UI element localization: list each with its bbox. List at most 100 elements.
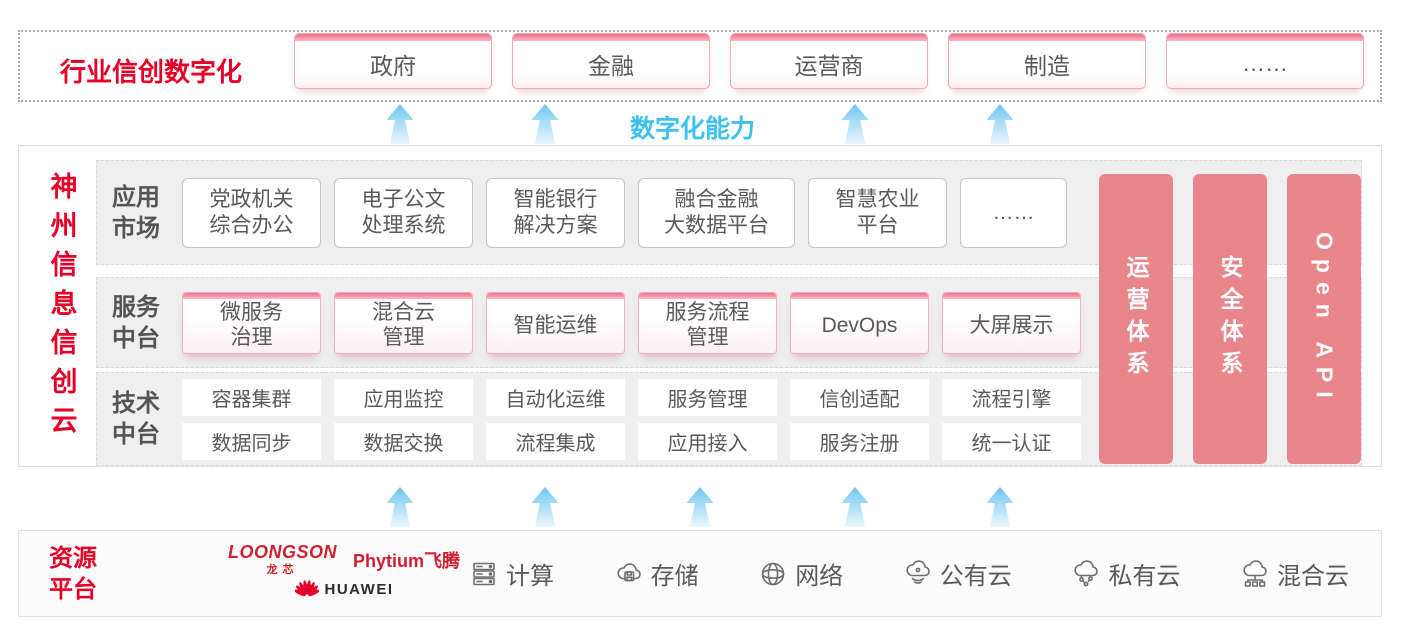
industry-button[interactable]: 金融 xyxy=(512,33,711,89)
up-arrow-icon xyxy=(986,487,1014,527)
resource-label: 私有云 xyxy=(1108,563,1181,590)
resource-label: 计算 xyxy=(506,563,554,590)
up-arrow-icon xyxy=(386,104,414,144)
platform-title-char: 信 xyxy=(50,328,78,358)
vendor-logos: LOONGSON 龙芯 Phytium飞腾 xyxy=(204,542,484,599)
card[interactable]: 服务注册 xyxy=(790,422,929,460)
pillar-banner: Open API xyxy=(1287,174,1361,464)
private-cloud-icon xyxy=(1071,559,1101,589)
card-list: 容器集群 应用监控 自动化运维 服务管理信创适配 流程引擎数据同步 数据交换流程集成 应用接… xyxy=(182,373,1081,465)
industry-digitalization-section: 行业信创数字化 政府金融运营商制造…… xyxy=(18,30,1382,102)
loongson-chinese-name: 龙芯 xyxy=(266,564,299,576)
card[interactable]: 数据交换 xyxy=(334,422,473,460)
card[interactable]: 服务流程管理 xyxy=(638,291,777,354)
card[interactable]: 电子公文处理系统 xyxy=(334,177,473,248)
platform-title-char: 州 xyxy=(50,211,78,241)
card-top-accent-bar xyxy=(943,292,1080,299)
card-line: 融合金融 xyxy=(674,187,759,211)
platform-title-char: 息 xyxy=(50,289,78,319)
card[interactable]: 智慧农业平台 xyxy=(808,177,947,248)
card-line: 流程引擎 xyxy=(971,388,1052,411)
row-label: 服务中台 xyxy=(112,292,160,354)
storage-cloud-icon xyxy=(614,559,644,589)
card-line: 处理系统 xyxy=(361,213,446,237)
card[interactable]: 统一认证 xyxy=(942,422,1081,460)
card-line: 服务流程 xyxy=(665,301,750,324)
server-icon xyxy=(469,559,499,589)
loongson-logo: LOONGSON 龙芯 xyxy=(228,542,337,577)
card[interactable]: …… xyxy=(960,177,1067,248)
card-line: 大屏展示 xyxy=(969,313,1054,337)
resource-item: 存储 xyxy=(614,556,699,591)
huawei-logo: HUAWEI xyxy=(204,579,484,599)
card-line: 应用监控 xyxy=(363,388,444,411)
card[interactable]: DevOps xyxy=(790,291,929,354)
card-line: 智能运维 xyxy=(513,313,598,337)
resource-item: 公有云 xyxy=(903,556,1012,591)
platform-title: 神州信息信创云 xyxy=(41,168,87,441)
row-label-line: 中台 xyxy=(112,421,160,448)
card[interactable]: 混合云管理 xyxy=(334,291,473,354)
phytium-logo: Phytium飞腾 xyxy=(353,547,460,573)
network-globe-icon xyxy=(758,559,788,589)
public-cloud-icon xyxy=(903,559,933,589)
up-arrow-icon xyxy=(531,487,559,527)
card-line: 自动化运维 xyxy=(505,388,606,411)
card[interactable]: 智能运维 xyxy=(486,291,625,354)
industry-button[interactable]: …… xyxy=(1166,33,1365,89)
card-line: 应用接入 xyxy=(667,432,748,455)
resource-title-line: 平台 xyxy=(49,575,97,603)
card[interactable]: 容器集群 xyxy=(182,378,321,416)
card-row: 数据同步 数据交换流程集成 应用接入 服务注册 统一认证 xyxy=(182,422,1081,460)
card-line: 数据同步 xyxy=(211,432,292,455)
card-line: DevOps xyxy=(821,313,898,337)
card-line: 统一认证 xyxy=(971,432,1052,455)
up-arrow-icon xyxy=(386,487,414,527)
industry-label: 制造 xyxy=(1024,52,1071,79)
platform-title-char: 神 xyxy=(50,172,78,202)
button-top-accent-bar xyxy=(949,34,1146,41)
vendor-logo-row: LOONGSON 龙芯 Phytium飞腾 xyxy=(204,542,484,577)
card[interactable]: 服务管理 xyxy=(638,378,777,416)
card-line: 治理 xyxy=(230,326,273,349)
card[interactable]: 党政机关综合办公 xyxy=(182,177,321,248)
card[interactable]: 微服务治理 xyxy=(182,291,321,354)
card[interactable]: 自动化运维 xyxy=(486,378,625,416)
pillar-banner: 安全体系 xyxy=(1193,174,1267,464)
card-row: 容器集群 应用监控 自动化运维 服务管理信创适配 流程引擎 xyxy=(182,378,1081,416)
card[interactable]: 数据同步 xyxy=(182,422,321,460)
pillar-banner: 运营体系 xyxy=(1099,174,1173,464)
huawei-wordmark: HUAWEI xyxy=(324,580,394,598)
hybrid-cloud-icon xyxy=(1240,559,1270,589)
card[interactable]: 融合金融大数据平台 xyxy=(638,177,795,248)
card[interactable]: 应用接入 xyxy=(638,422,777,460)
up-arrow-icon xyxy=(686,487,714,527)
card[interactable]: 流程集成 xyxy=(486,422,625,460)
card[interactable]: 信创适配 xyxy=(790,378,929,416)
up-arrow-icon xyxy=(841,487,869,527)
card[interactable]: 流程引擎 xyxy=(942,378,1081,416)
resource-label: 混合云 xyxy=(1276,563,1349,590)
card-top-accent-bar xyxy=(183,292,320,299)
industry-button[interactable]: 政府 xyxy=(294,33,493,89)
card-line: 党政机关 xyxy=(209,187,294,211)
card[interactable]: 大屏展示 xyxy=(942,291,1081,354)
card[interactable]: 应用监控 xyxy=(334,378,473,416)
industry-button[interactable]: 运营商 xyxy=(730,33,929,89)
card-line: 综合办公 xyxy=(209,213,294,237)
resource-label: 公有云 xyxy=(939,563,1012,590)
card-line: 管理 xyxy=(382,326,425,349)
row-label-line: 市场 xyxy=(112,214,160,242)
card-line: 微服务 xyxy=(220,301,283,324)
card-top-accent-bar xyxy=(487,292,624,299)
industry-list: 政府金融运营商 制造 …… xyxy=(294,33,1365,89)
row-label-line: 技术 xyxy=(112,390,160,417)
industry-button[interactable]: 制造 xyxy=(948,33,1147,89)
up-arrow-icon xyxy=(986,104,1014,144)
platform-title-char: 云 xyxy=(50,406,78,436)
card[interactable]: 智能银行解决方案 xyxy=(486,177,625,248)
card-top-accent-bar xyxy=(639,292,776,299)
card-line: 智能银行 xyxy=(513,187,598,211)
card-top-accent-bar xyxy=(791,292,928,299)
